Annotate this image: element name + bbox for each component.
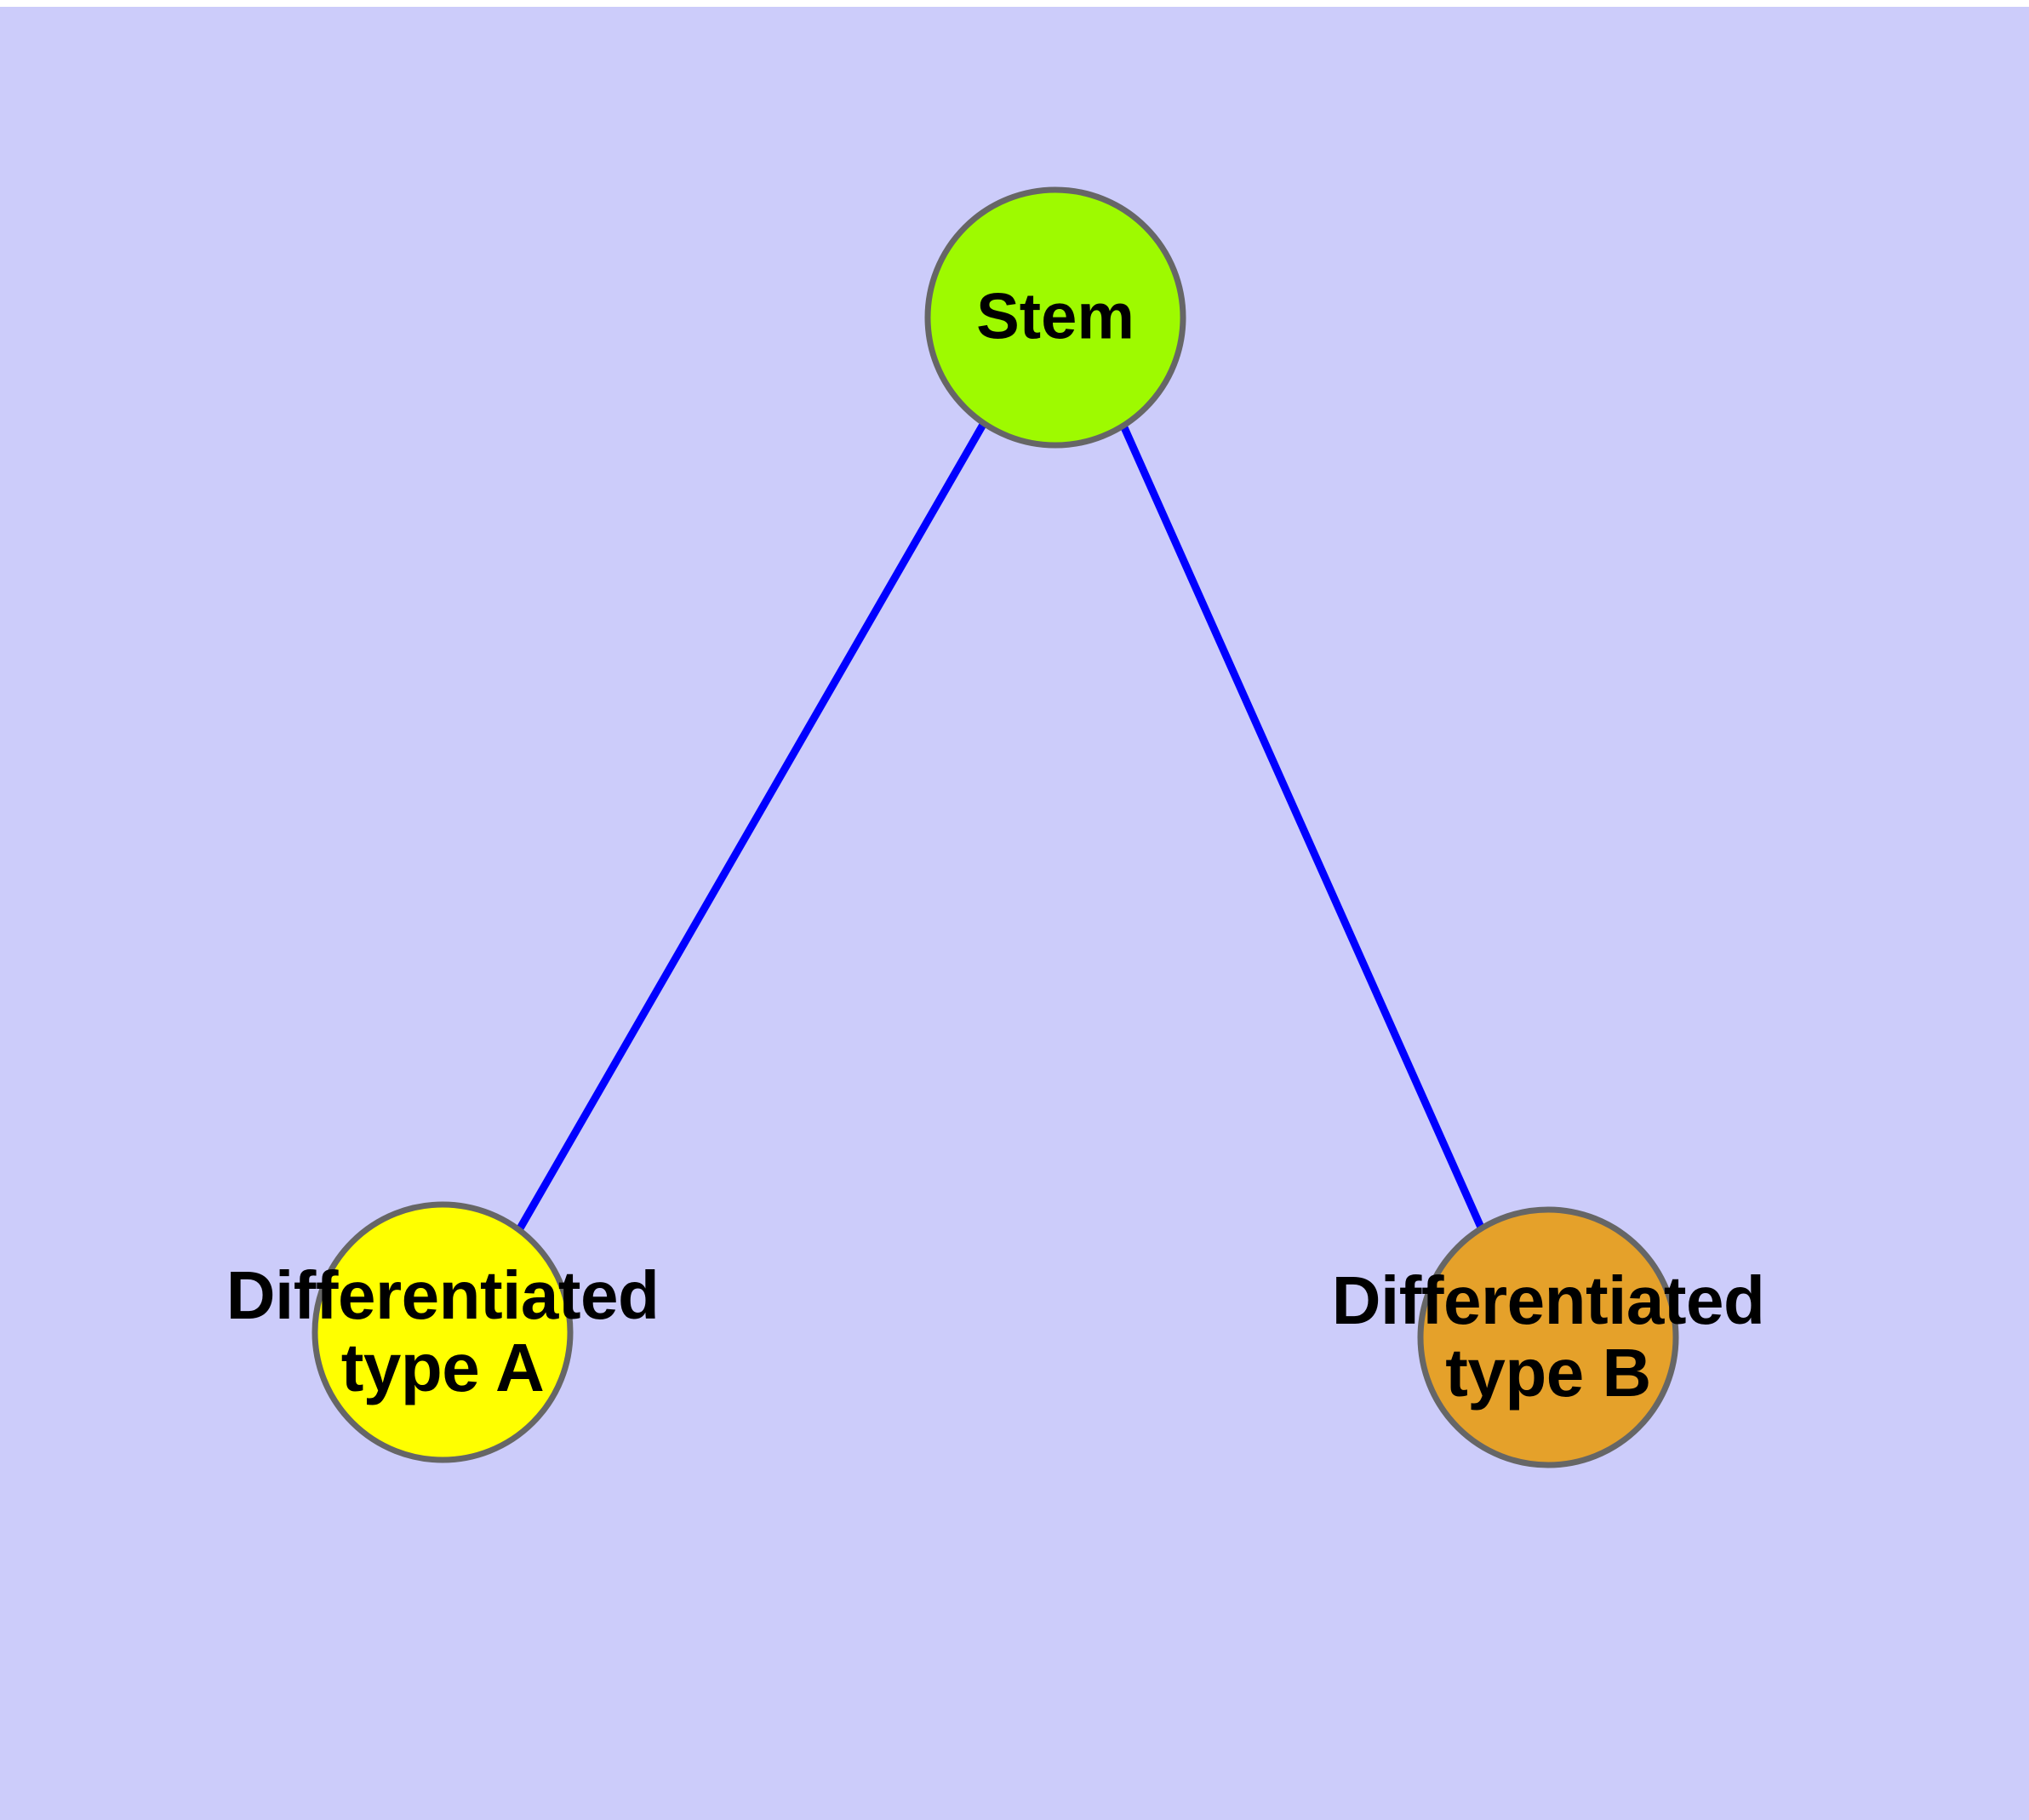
edge-stem-to-differentiated-type-b[interactable] [1119,424,1486,1231]
graph-svg [311,186,1679,1468]
edge-stem-to-differentiated-type-a[interactable] [517,421,987,1231]
edge-layer [517,421,1486,1231]
node-circle-stem[interactable] [924,186,1186,449]
node-circle-differentiated-type-b[interactable] [1417,1206,1679,1468]
node-layer [311,186,1679,1468]
node-circle-differentiated-type-a[interactable] [311,1201,574,1463]
